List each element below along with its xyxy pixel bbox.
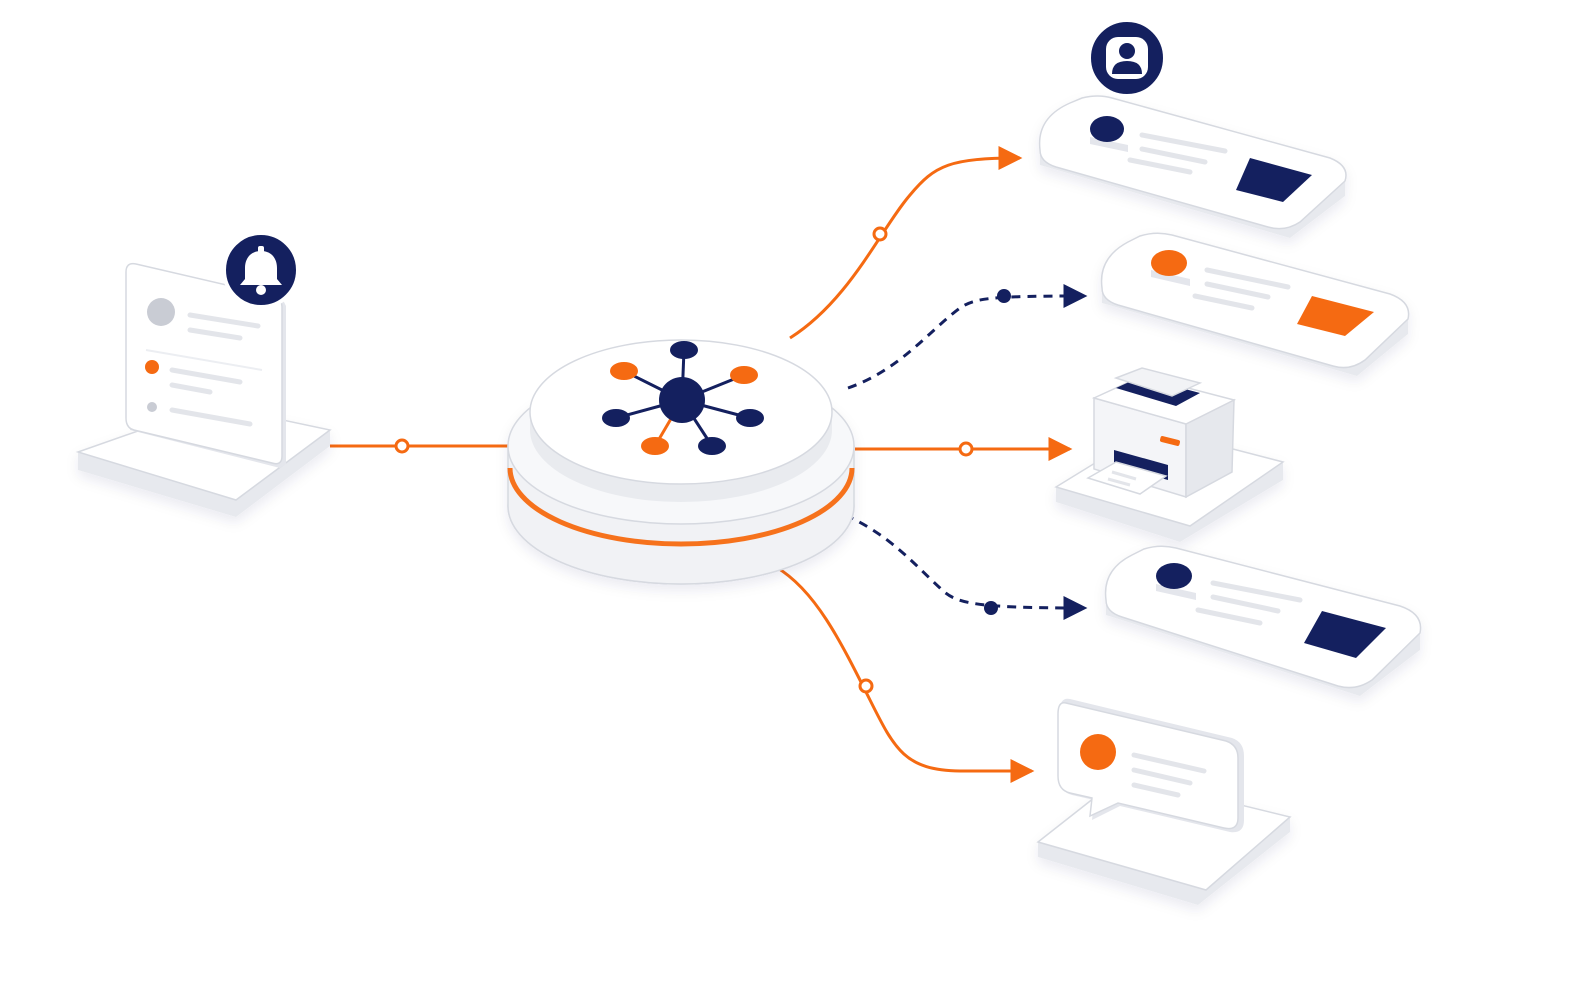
target-chat-message[interactable] bbox=[1036, 698, 1292, 905]
connector-hub-target-4 bbox=[844, 513, 1088, 620]
connector-hub-target-5 bbox=[775, 565, 1035, 783]
connector-node bbox=[872, 226, 888, 242]
central-hub[interactable] bbox=[507, 339, 855, 585]
chat-bubble-icon bbox=[1057, 698, 1244, 833]
card-avatar bbox=[1090, 116, 1128, 152]
connector-hub-target-2 bbox=[847, 284, 1088, 390]
card-action-button bbox=[1297, 296, 1374, 336]
connector-node bbox=[394, 438, 410, 454]
printer-status-light bbox=[1159, 436, 1181, 446]
bell-badge bbox=[222, 231, 300, 309]
user-icon bbox=[1106, 37, 1148, 79]
connector-hub-target-1 bbox=[789, 146, 1023, 340]
list-marker bbox=[145, 360, 159, 374]
target-profile-card-navy[interactable] bbox=[1104, 545, 1422, 696]
chat-avatar bbox=[1080, 734, 1116, 770]
card-avatar bbox=[1156, 563, 1196, 600]
card-avatar bbox=[1151, 250, 1190, 286]
connector-node bbox=[997, 289, 1011, 303]
card-action-button bbox=[1304, 611, 1386, 658]
target-user-card[interactable] bbox=[1038, 18, 1347, 238]
user-badge bbox=[1087, 18, 1167, 98]
target-profile-card-orange[interactable] bbox=[1100, 232, 1410, 376]
bell-icon bbox=[240, 246, 282, 295]
list-marker bbox=[147, 402, 157, 412]
document-card bbox=[125, 262, 286, 468]
printer-icon bbox=[1086, 367, 1237, 499]
source-notification[interactable] bbox=[75, 231, 332, 517]
list-marker bbox=[147, 298, 175, 326]
connector-node bbox=[984, 601, 998, 615]
card-action-button bbox=[1236, 158, 1312, 202]
target-printer[interactable] bbox=[1054, 367, 1285, 542]
connectors bbox=[330, 146, 1088, 783]
connector-node bbox=[958, 441, 974, 457]
connector-node bbox=[858, 678, 874, 694]
network-hub-icon bbox=[602, 341, 764, 455]
